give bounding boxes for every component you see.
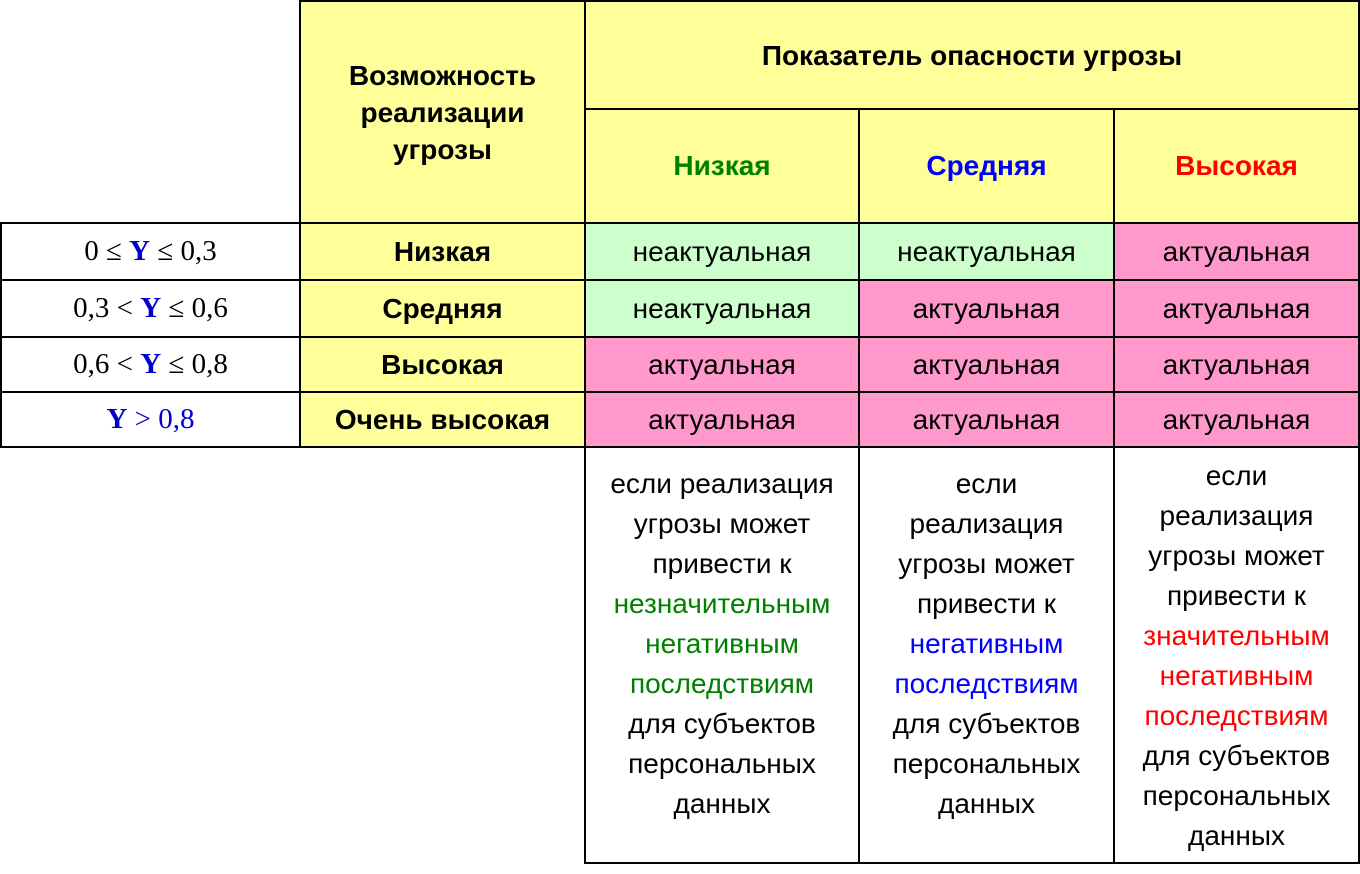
matrix-cell-label: актуальная [648,403,796,435]
description-highlight: негативным [645,628,799,659]
possibility-level-1: Низкая [299,222,586,281]
description-high: если реализация угрозы может привести к … [1113,446,1360,864]
description-highlight: последствиям [894,668,1079,699]
description-text: угрозы может [633,508,811,539]
range-y: Y [129,235,151,267]
description-text: угрозы может [898,548,1075,579]
description-text: персональных [628,748,816,779]
description-text: персональных [892,748,1081,779]
header-level-medium: Средняя [858,108,1115,224]
matrix-cell-1-1: неактуальная [584,222,860,281]
header-possibility: Возможность реализации угрозы [299,0,586,224]
description-highlight: последствиям [629,668,815,699]
description-text: реализация [909,508,1064,539]
matrix-cell-4-2: актуальная [858,391,1115,448]
possibility-level-2: Средняя [299,279,586,338]
matrix-cell-label: неактуальная [897,235,1076,267]
range-post: ≤ 0,6 [161,292,228,324]
possibility-level-4: Очень высокая [299,391,586,448]
description-text: персональных [1142,780,1331,811]
range-post: ≤ 0,8 [161,348,228,380]
description-text: для субъектов [892,708,1081,739]
header-danger: Показатель опасности угрозы [584,0,1360,110]
matrix-cell-1-3: актуальная [1113,222,1360,281]
header-danger-label: Показатель опасности угрозы [761,39,1183,71]
description-text: данных [938,788,1035,819]
matrix-cell-label: неактуальная [632,292,812,324]
matrix-cell-3-2: актуальная [858,336,1115,393]
description-text: если [955,468,1018,499]
description-highlight: незначительным [613,588,831,619]
range-cell-2: 0,3 < Y ≤ 0,6 [0,279,301,338]
header-possibility-line2: реализации [360,97,525,128]
description-text: для субъектов [1142,740,1331,771]
range-pre: 0,3 < [73,292,141,324]
header-level-high: Высокая [1113,108,1360,224]
header-level-high-label: Высокая [1175,150,1298,181]
description-text: реализация [1159,500,1314,531]
matrix-cell-label: неактуальная [632,235,812,267]
matrix-cell-label: актуальная [912,348,1061,380]
matrix-cell-label: актуальная [912,292,1061,324]
description-text: привести к [652,548,792,579]
matrix-cell-4-1: актуальная [584,391,860,448]
matrix-cell-label: актуальная [1162,403,1311,435]
header-possibility-line1: Возможность [348,60,537,91]
description-highlight: негативным [1159,660,1314,691]
matrix-cell-2-2: актуальная [858,279,1115,338]
description-low: если реализация угрозы может привести к … [584,446,860,864]
header-possibility-line3: угрозы [393,134,492,165]
description-text: если реализация [610,468,834,499]
matrix-cell-label: актуальная [1162,235,1311,267]
description-text: привести к [1166,580,1306,611]
range-cell-4: Y > 0,8 [0,391,301,448]
description-text: если [1205,460,1268,491]
matrix-cell-3-1: актуальная [584,336,860,393]
header-level-low: Низкая [584,108,860,224]
range-pre: 0,6 < [73,348,141,380]
matrix-cell-label: актуальная [912,403,1061,435]
description-text: угрозы может [1148,540,1325,571]
possibility-level-label: Очень высокая [334,403,551,435]
matrix-cell-2-3: актуальная [1113,279,1360,338]
range-y: Y [140,348,162,380]
matrix-cell-1-2: неактуальная [858,222,1115,281]
range-y: Y [140,292,162,324]
possibility-level-label: Высокая [381,348,504,380]
description-highlight: значительным [1143,620,1330,651]
description-highlight: последствиям [1144,700,1329,731]
description-text: привести к [916,588,1056,619]
description-text: данных [673,788,771,819]
matrix-cell-2-1: неактуальная [584,279,860,338]
range-pre: 0 ≤ [84,235,130,267]
matrix-cell-label: актуальная [648,348,796,380]
description-text: данных [1188,820,1285,851]
range-cell-3: 0,6 < Y ≤ 0,8 [0,336,301,393]
range-y: Y [106,403,128,435]
possibility-level-3: Высокая [299,336,586,393]
header-level-low-label: Низкая [673,150,771,181]
matrix-cell-label: актуальная [1162,348,1311,380]
header-level-medium-label: Средняя [926,150,1047,181]
range-cell-1: 0 ≤ Y ≤ 0,3 [0,222,301,281]
description-highlight: негативным [909,628,1064,659]
description-medium: если реализация угрозы может привести к … [858,446,1115,864]
matrix-cell-label: актуальная [1162,292,1311,324]
possibility-level-label: Низкая [393,235,492,267]
range-post: ≤ 0,3 [150,235,217,267]
matrix-cell-3-3: актуальная [1113,336,1360,393]
matrix-cell-4-3: актуальная [1113,391,1360,448]
range-post: > 0,8 [127,403,195,435]
description-text: для субъектов [628,708,816,739]
possibility-level-label: Средняя [382,292,503,324]
